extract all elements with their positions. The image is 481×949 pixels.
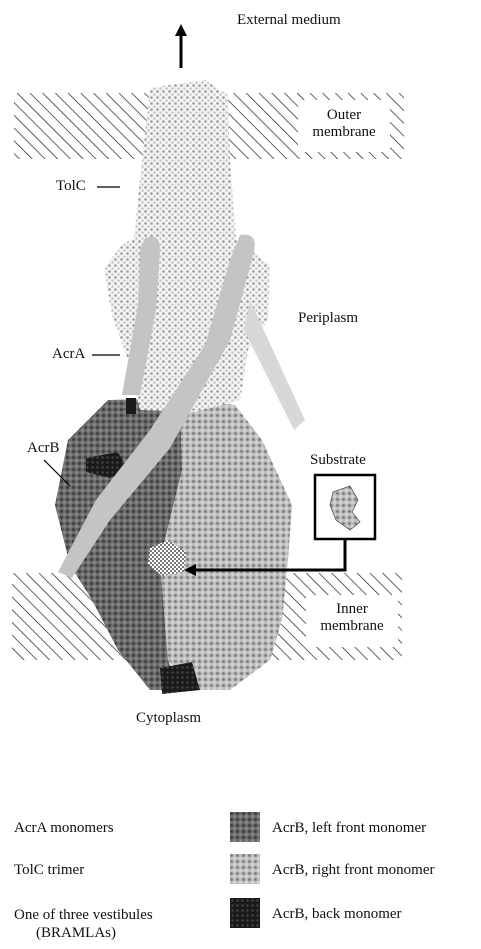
inner-membrane-label: Inner membrane [308, 601, 396, 636]
tolc-label: TolC [56, 178, 86, 195]
legend-acra-monomers: AcrA monomers [14, 820, 114, 837]
acrb-label: AcrB [27, 440, 60, 457]
legend-swatch-acrb-back [230, 898, 260, 928]
cytoplasm-label: Cytoplasm [136, 710, 201, 727]
substrate-box [315, 475, 375, 539]
export-arrow [175, 24, 187, 68]
legend-acrb-back: AcrB, back monomer [272, 906, 402, 923]
acra-label: AcrA [52, 346, 85, 363]
legend-swatch-acrb-left [230, 812, 260, 842]
legend-vestibule-line2: (BRAMLAs) [36, 925, 116, 942]
external-medium-label: External medium [237, 12, 341, 29]
periplasm-label: Periplasm [298, 310, 358, 327]
legend-acrb-right: AcrB, right front monomer [272, 862, 434, 879]
legend-tolc-trimer: TolC trimer [14, 862, 84, 879]
outer-membrane-label: Outer membrane [300, 107, 388, 142]
acra-monomer-right-fade [244, 300, 305, 430]
legend-swatch-acrb-right [230, 854, 260, 884]
acrb-back-monomer-top-nub [126, 398, 136, 414]
substrate-label: Substrate [310, 452, 366, 469]
legend-vestibule-line1: One of three vestibules [14, 907, 153, 924]
legend-acrb-left: AcrB, left front monomer [272, 820, 426, 837]
